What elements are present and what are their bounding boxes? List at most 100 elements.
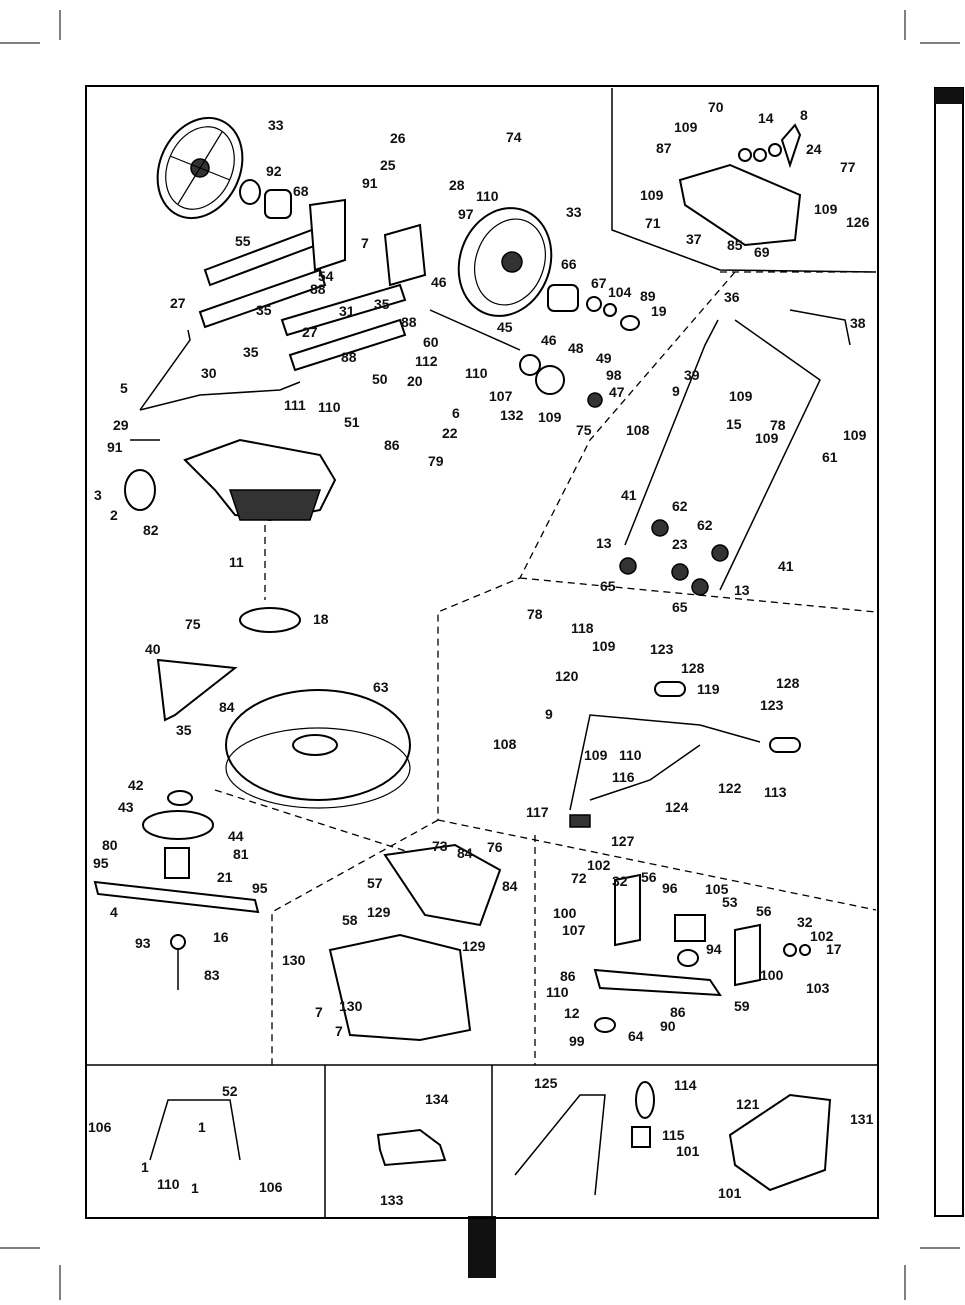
part-label-133: 133 (380, 1192, 404, 1208)
part-label-99: 99 (569, 1033, 585, 1049)
part-labels: 33 26 74 70 14 8 109 87 24 77 109 109 71… (88, 99, 874, 1208)
part-label-109: 109 (640, 187, 664, 203)
part-label-28: 28 (449, 177, 465, 193)
part-label-64: 64 (628, 1028, 644, 1044)
part-label-86: 86 (384, 437, 400, 453)
part-label-18: 18 (313, 611, 329, 627)
part-label-113: 113 (764, 784, 787, 800)
part-label-11: 11 (229, 554, 244, 570)
rear-wheel-drawing (156, 116, 244, 220)
front-wheel-drawing (457, 207, 553, 317)
part-label-128: 128 (776, 675, 800, 691)
part-label-100: 100 (760, 967, 784, 983)
part-label-81: 81 (233, 846, 249, 862)
part-label-112: 112 (415, 353, 438, 369)
part-label-30: 30 (201, 365, 217, 381)
part-label-84: 84 (219, 699, 235, 715)
part-label-15: 15 (726, 416, 742, 432)
part-label-27: 27 (302, 324, 318, 340)
part-label-62: 62 (697, 517, 713, 533)
part-label-13: 13 (596, 535, 612, 551)
part-label-32: 32 (797, 914, 813, 930)
part-label-35: 35 (374, 296, 390, 312)
part-label-96: 96 (662, 880, 678, 896)
part-label-109: 109 (814, 201, 838, 217)
part-label-33: 33 (268, 117, 284, 133)
part-label-101: 101 (718, 1185, 742, 1201)
part-label-108: 108 (626, 422, 650, 438)
part-label-86: 86 (670, 1004, 686, 1020)
part-label-77: 77 (840, 159, 856, 175)
part-label-87: 87 (656, 140, 672, 156)
part-label-2: 2 (110, 507, 118, 523)
part-label-126: 126 (846, 214, 870, 230)
part-label-110: 110 (318, 399, 341, 415)
part-label-90: 90 (660, 1018, 676, 1034)
part-label-117: 117 (526, 804, 549, 820)
part-label-16: 16 (213, 929, 229, 945)
part-label-75: 75 (185, 616, 201, 632)
part-label-1: 1 (198, 1119, 206, 1135)
part-label-110: 110 (619, 747, 642, 763)
part-label-129: 129 (367, 904, 391, 920)
part-label-20: 20 (407, 373, 423, 389)
part-label-88: 88 (310, 281, 326, 297)
part-label-119: 119 (697, 681, 720, 697)
part-label-35: 35 (176, 722, 192, 738)
part-label-118: 118 (571, 620, 594, 636)
part-label-103: 103 (806, 980, 830, 996)
part-label-5: 5 (120, 380, 128, 396)
part-label-106: 106 (88, 1119, 112, 1135)
part-label-82: 82 (143, 522, 159, 538)
part-label-76: 76 (487, 839, 503, 855)
part-label-39: 39 (684, 367, 700, 383)
part-label-65: 65 (672, 599, 688, 615)
part-label-93: 93 (135, 935, 151, 951)
part-label-47: 47 (609, 384, 625, 400)
part-label-71: 71 (645, 215, 661, 231)
part-label-44: 44 (228, 828, 244, 844)
part-label-110: 110 (157, 1176, 180, 1192)
part-label-33: 33 (566, 204, 582, 220)
part-label-122: 122 (718, 780, 742, 796)
part-label-65: 65 (600, 578, 616, 594)
part-label-14: 14 (758, 110, 774, 126)
part-label-98: 98 (606, 367, 622, 383)
part-label-100: 100 (553, 905, 577, 921)
part-label-50: 50 (372, 371, 388, 387)
crop-marks (0, 10, 960, 1300)
part-label-61: 61 (822, 449, 838, 465)
part-label-123: 123 (650, 641, 674, 657)
part-label-107: 107 (562, 922, 586, 938)
part-label-129: 129 (462, 938, 486, 954)
part-label-80: 80 (102, 837, 118, 853)
part-label-110: 110 (465, 365, 488, 381)
part-label-42: 42 (128, 777, 144, 793)
part-label-13: 13 (734, 582, 750, 598)
part-label-123: 123 (760, 697, 784, 713)
part-label-35: 35 (256, 302, 272, 318)
part-label-29: 29 (113, 417, 129, 433)
part-label-125: 125 (534, 1075, 558, 1091)
part-label-73: 73 (432, 838, 448, 854)
part-label-62: 62 (672, 498, 688, 514)
part-label-127: 127 (611, 833, 635, 849)
part-label-46: 46 (541, 332, 557, 348)
part-label-91: 91 (107, 439, 123, 455)
part-label-7: 7 (361, 235, 369, 251)
part-label-107: 107 (489, 388, 513, 404)
part-label-120: 120 (555, 668, 579, 684)
part-label-7: 7 (335, 1023, 343, 1039)
part-label-101: 101 (676, 1143, 700, 1159)
part-label-131: 131 (850, 1111, 874, 1127)
part-label-21: 21 (217, 869, 233, 885)
part-label-72: 72 (571, 870, 587, 886)
part-label-31: 31 (339, 303, 355, 319)
part-label-115: 115 (662, 1127, 685, 1143)
part-label-78: 78 (770, 417, 786, 433)
part-label-1: 1 (191, 1180, 199, 1196)
part-label-56: 56 (756, 903, 772, 919)
part-label-114: 114 (674, 1077, 697, 1093)
part-label-109: 109 (592, 638, 616, 654)
